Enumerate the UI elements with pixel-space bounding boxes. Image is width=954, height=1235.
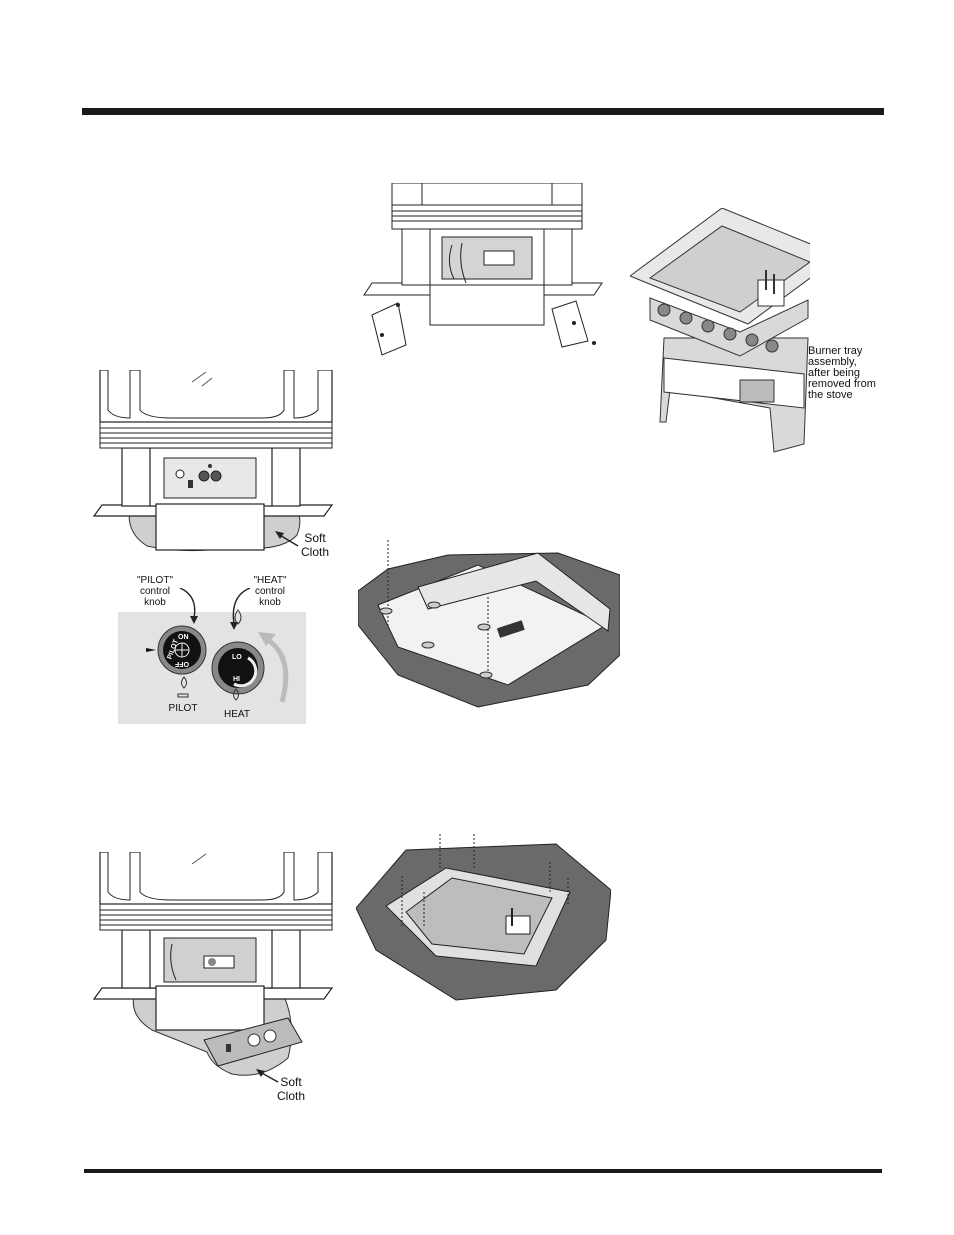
pilot-control-knob-label: "PILOT" control knob [137, 575, 173, 608]
soft-cloth-label-1: Soft Cloth [300, 531, 329, 559]
control-knobs-figure [118, 588, 306, 724]
stove-panel-removed-figure [92, 852, 334, 1076]
knob-lo-text: LO [232, 654, 242, 661]
knob-off-text: OFF [175, 660, 189, 667]
bottom-rule [84, 1169, 882, 1173]
heat-label: HEAT [224, 709, 250, 720]
pilot-label: PILOT [168, 703, 198, 714]
knob-on-text: ON [178, 634, 189, 641]
heat-control-knob-label: "HEAT" control knob [253, 575, 287, 608]
burner-tray-label: Burner tray assembly, after being remove… [808, 345, 876, 401]
knob-hi-text: HI [233, 676, 240, 683]
soft-cloth-arrow-1 [275, 531, 299, 547]
soft-cloth-arrow-2 [256, 1069, 279, 1083]
tray-in-stove-figure [356, 834, 611, 1001]
top-rule [82, 108, 884, 115]
stove-brackets-figure [363, 183, 603, 356]
burner-tray-figure [630, 208, 810, 453]
stove-control-panel-figure [92, 370, 334, 552]
tray-plate-figure [358, 540, 620, 708]
soft-cloth-label-2: Soft Cloth [276, 1075, 305, 1103]
